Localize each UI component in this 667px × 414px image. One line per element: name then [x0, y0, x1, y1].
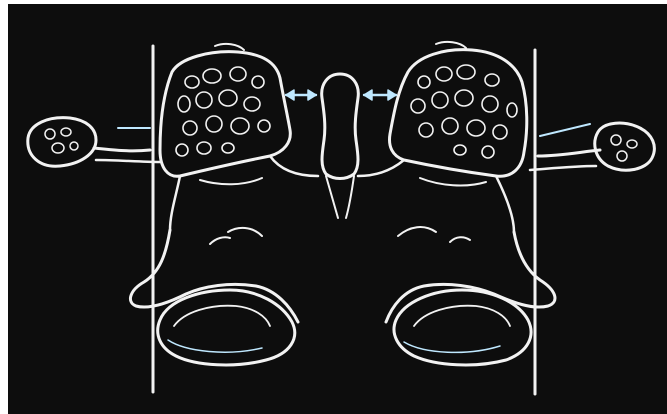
dark-background	[8, 4, 667, 414]
